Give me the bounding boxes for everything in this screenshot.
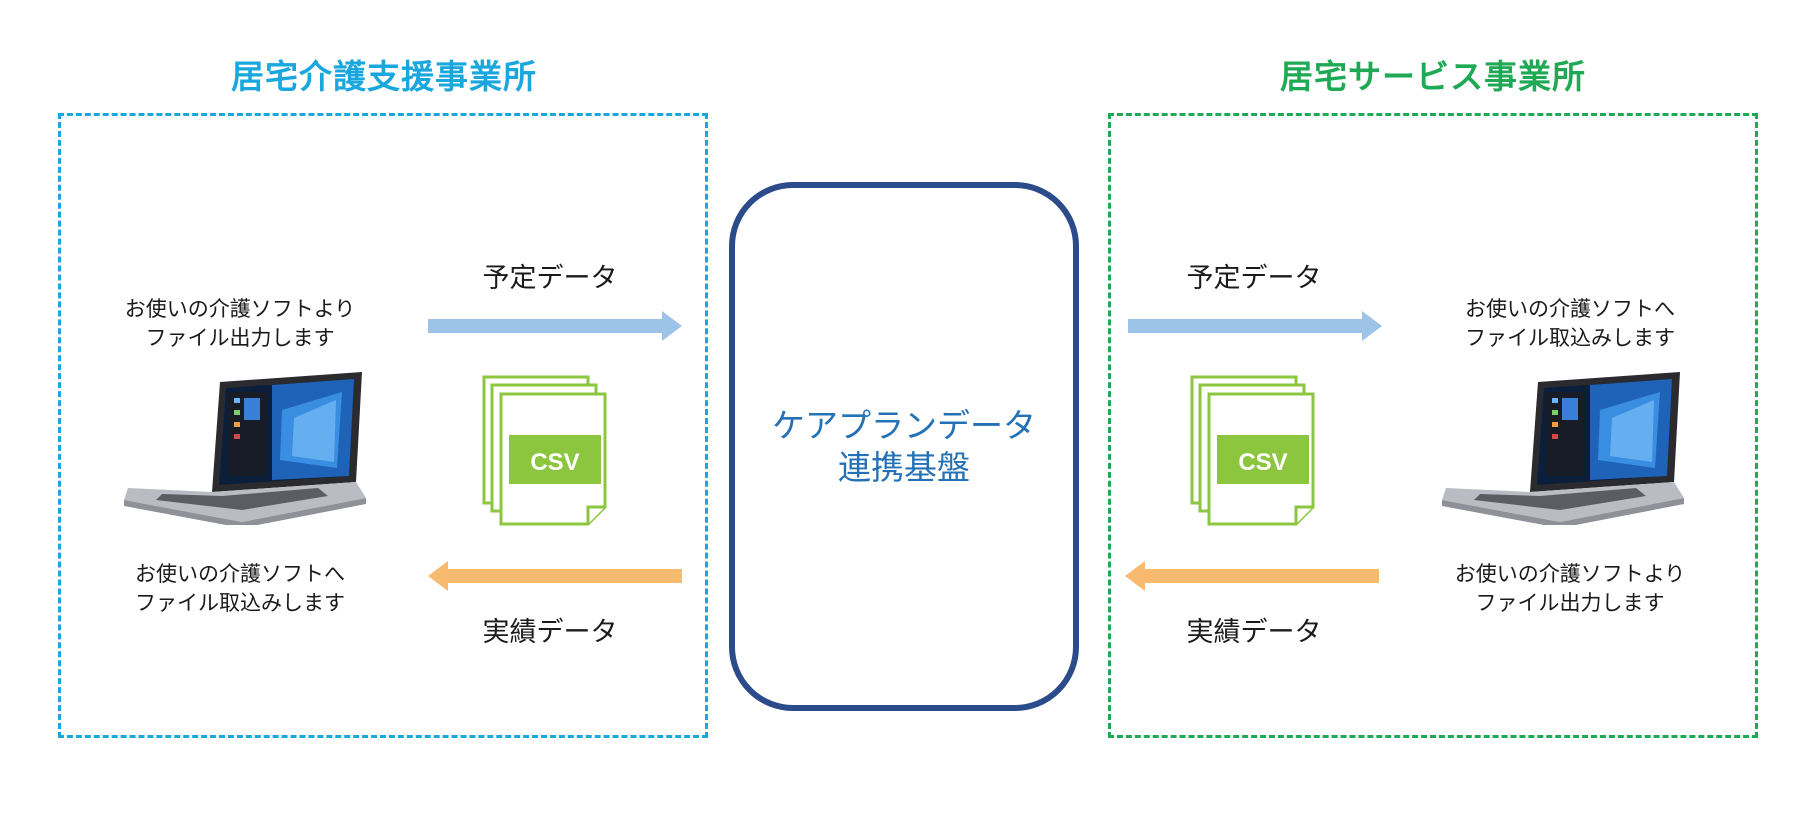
- left-actual-data-label: 実績データ: [482, 617, 618, 648]
- right-bottom-caption-line1: お使いの介護ソフトより: [1454, 562, 1686, 586]
- left-bottom-caption: お使いの介護ソフトへ ファイル取込みします: [90, 560, 390, 618]
- right-bottom-caption-line2: ファイル出力します: [1475, 591, 1665, 615]
- left-arrow-left-icon: [428, 561, 682, 591]
- left-csv-file-icon: CSV: [482, 375, 610, 530]
- left-bottom-caption-line1: お使いの介護ソフトへ: [135, 562, 345, 586]
- right-csv-label: CSV: [1238, 449, 1287, 476]
- right-top-caption-line1: お使いの介護ソフトへ: [1465, 297, 1675, 321]
- left-plan-data-label: 予定データ: [482, 263, 618, 294]
- right-arrow-left-icon: [1125, 561, 1379, 591]
- right-plan-data-label: 予定データ: [1186, 263, 1322, 294]
- right-top-caption-line2: ファイル取込みします: [1465, 326, 1675, 350]
- right-bottom-caption: お使いの介護ソフトより ファイル出力します: [1420, 560, 1720, 618]
- left-csv-label: CSV: [530, 449, 579, 476]
- right-csv-file-icon: CSV: [1190, 375, 1318, 530]
- right-top-caption: お使いの介護ソフトへ ファイル取込みします: [1420, 295, 1720, 353]
- left-top-caption-line1: お使いの介護ソフトより: [124, 297, 356, 321]
- left-office-frame: [58, 113, 708, 738]
- left-arrow-right-icon: [428, 311, 682, 341]
- right-office-title: 居宅サービス事業所: [1280, 57, 1586, 96]
- right-office-frame: [1108, 113, 1758, 738]
- right-arrow-right-icon: [1128, 311, 1382, 341]
- left-top-caption-line2: ファイル出力します: [145, 326, 335, 350]
- careplan-data-hub: ケアプランデータ 連携基盤: [729, 182, 1079, 711]
- hub-label-line2: 連携基盤: [838, 447, 970, 487]
- right-actual-data-label: 実績データ: [1186, 617, 1322, 648]
- right-laptop-icon: [1440, 370, 1686, 525]
- left-top-caption: お使いの介護ソフトより ファイル出力します: [90, 295, 390, 353]
- left-office-title: 居宅介護支援事業所: [231, 57, 537, 96]
- hub-label-line1: ケアプランデータ: [772, 405, 1036, 445]
- left-bottom-caption-line2: ファイル取込みします: [135, 591, 345, 615]
- left-laptop-icon: [122, 370, 368, 525]
